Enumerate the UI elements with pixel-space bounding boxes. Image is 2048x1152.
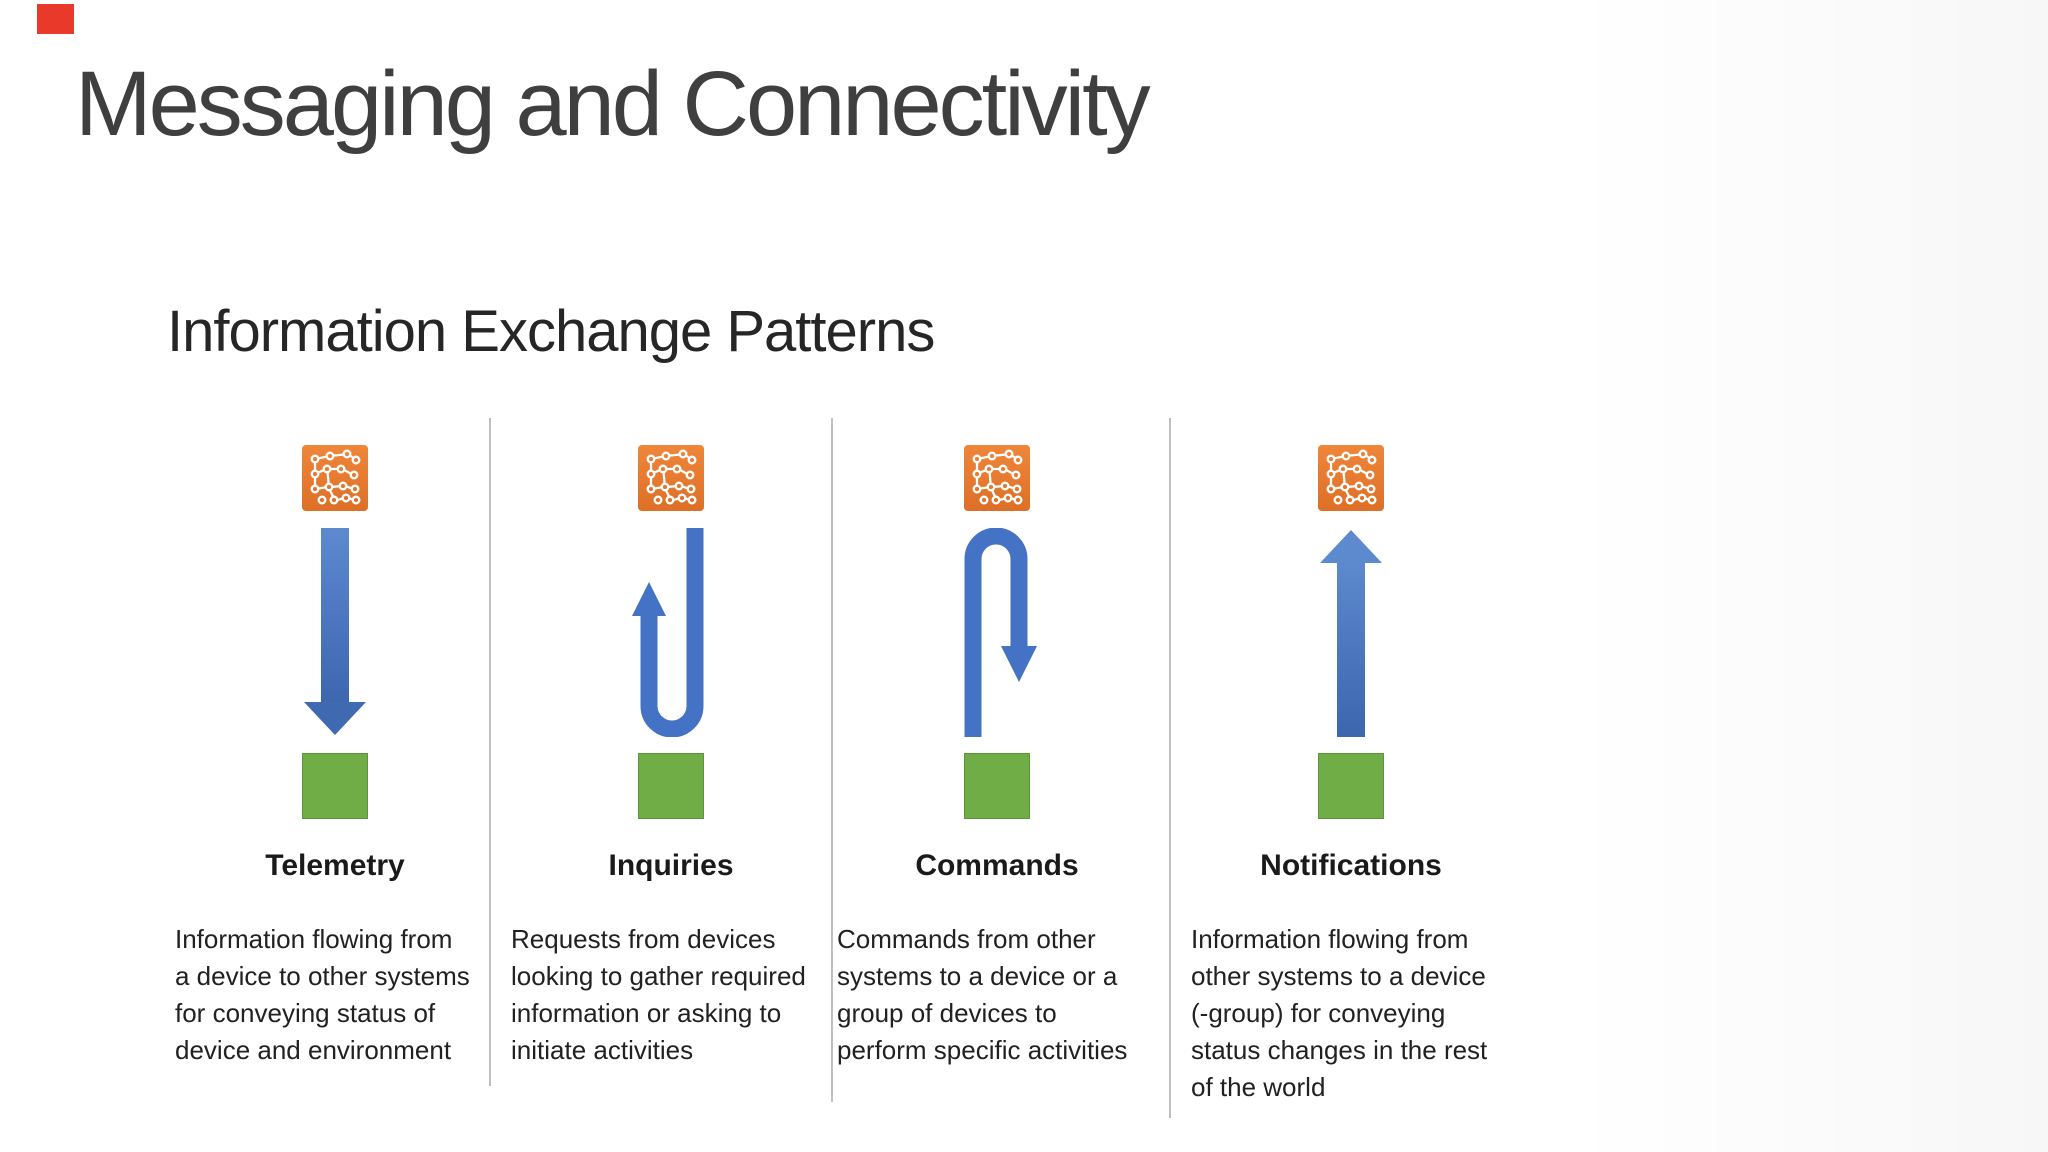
pattern-description: Requests from devices looking to gather … (511, 924, 806, 1065)
arrow-shaft (1337, 560, 1365, 737)
arrow-u-turn-down-icon (964, 528, 1037, 737)
arrow-head (304, 702, 366, 735)
pattern-label: Notifications (1260, 849, 1442, 882)
column-divider (489, 418, 491, 1086)
pattern-column-telemetry: Telemetry Information flowing from a dev… (175, 445, 495, 1145)
pattern-column-commands: Commands Commands from other systems to … (837, 445, 1157, 1145)
slide-accent-mark (37, 4, 74, 34)
device-box (302, 753, 368, 819)
iot-mesh-icon (964, 445, 1030, 511)
column-divider (1169, 418, 1171, 1118)
arrow-u-turn-up-icon (632, 528, 704, 737)
device-box (638, 753, 704, 819)
slide-title: Messaging and Connectivity (75, 53, 1151, 155)
column-divider (831, 418, 833, 1102)
pattern-label: Telemetry (265, 849, 405, 882)
pattern-column-inquiries: Inquiries Requests from devices looking … (511, 445, 831, 1145)
iot-mesh-icon (302, 445, 368, 511)
arrow-head (632, 582, 666, 616)
arrow-up-icon (1320, 530, 1382, 737)
arrow-loop (964, 528, 1028, 737)
background-tint (1568, 0, 2048, 1152)
pattern-label: Inquiries (608, 849, 734, 882)
arrow-down-icon (304, 528, 366, 735)
arrow-head (1320, 530, 1382, 563)
pattern-description: Commands from other systems to a device … (837, 924, 1128, 1065)
device-box (1318, 753, 1384, 819)
pattern-column-notifications: Notifications Information flowing from o… (1191, 445, 1511, 1145)
arrow-shaft (321, 528, 349, 705)
pattern-label: Commands (915, 849, 1079, 882)
device-box (964, 753, 1030, 819)
section-heading: Information Exchange Patterns (167, 299, 935, 364)
arrow-head (1001, 646, 1037, 682)
pattern-description: Information flowing from a device to oth… (175, 924, 470, 1065)
pattern-description: Information flowing from other systems t… (1191, 924, 1488, 1102)
iot-mesh-icon (1318, 445, 1384, 511)
iot-mesh-icon (638, 445, 704, 511)
arrow-loop (640, 528, 704, 737)
